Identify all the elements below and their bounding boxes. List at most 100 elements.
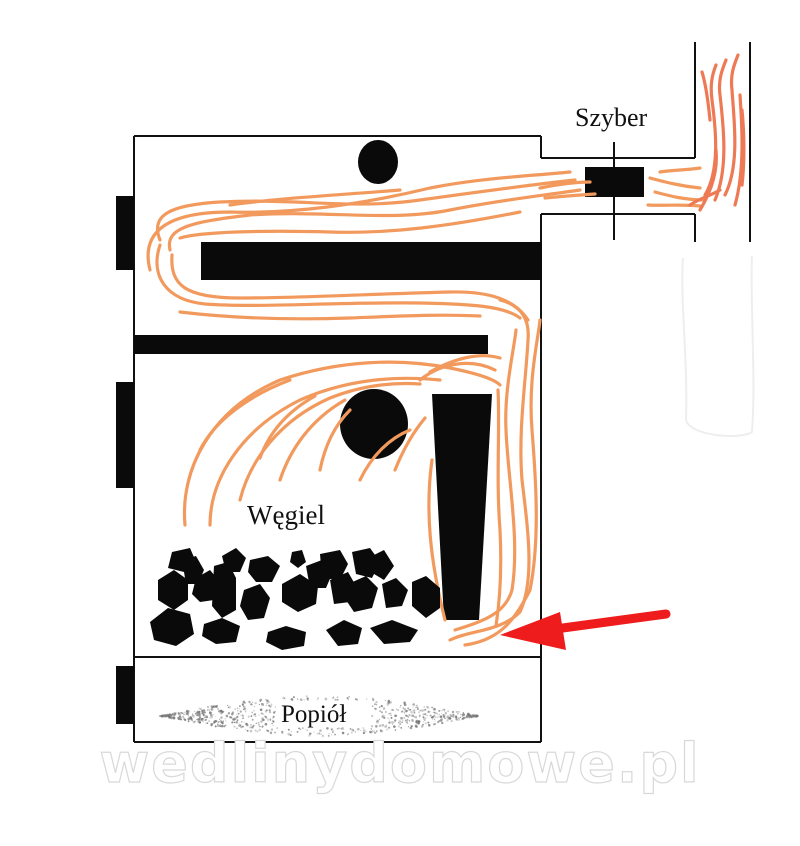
ash-speck bbox=[213, 722, 215, 724]
ash-speck bbox=[397, 709, 399, 711]
ash-speck bbox=[406, 719, 409, 721]
ash-speck bbox=[214, 721, 217, 723]
ash-speck bbox=[340, 727, 343, 730]
ash-speck bbox=[353, 730, 355, 732]
ash-speck bbox=[417, 722, 421, 725]
ash-speck bbox=[426, 705, 429, 709]
ash-speck bbox=[462, 717, 464, 720]
ash-speck bbox=[187, 720, 190, 723]
ash-speck bbox=[251, 718, 254, 721]
ash-speck bbox=[444, 717, 446, 720]
ash-speck bbox=[241, 714, 245, 717]
ash-speck bbox=[220, 710, 223, 713]
ash-speck bbox=[423, 721, 425, 723]
ash-speck bbox=[231, 711, 234, 715]
ash-speck bbox=[272, 720, 275, 723]
ash-speck bbox=[274, 711, 276, 713]
ash-speck bbox=[269, 731, 273, 735]
ash-speck bbox=[250, 703, 253, 706]
ash-speck bbox=[250, 715, 253, 717]
ash-speck bbox=[394, 729, 397, 731]
ash-speck bbox=[217, 723, 219, 725]
lower-baffle bbox=[134, 335, 488, 354]
ash-speck bbox=[369, 730, 372, 734]
ash-speck bbox=[393, 719, 397, 722]
ash-speck bbox=[416, 706, 419, 709]
damper-label: Szyber bbox=[575, 103, 648, 132]
ash-speck bbox=[258, 728, 262, 732]
ash-speck bbox=[375, 704, 378, 706]
ash-speck bbox=[216, 704, 218, 706]
ash-speck bbox=[412, 715, 415, 717]
ash-speck bbox=[432, 718, 434, 721]
ash-speck bbox=[232, 711, 235, 714]
ash-speck bbox=[266, 729, 268, 732]
ash-speck bbox=[196, 719, 198, 721]
ash-speck bbox=[447, 710, 449, 712]
ash-speck bbox=[376, 720, 378, 723]
ash-speck bbox=[392, 721, 395, 724]
ash-speck bbox=[398, 720, 402, 723]
ash-speck bbox=[373, 730, 375, 732]
ash-speck bbox=[362, 729, 366, 732]
ash-speck bbox=[472, 715, 474, 717]
ash-speck bbox=[252, 701, 254, 703]
ash-speck bbox=[242, 717, 244, 719]
ash-speck bbox=[238, 712, 240, 715]
ash-speck bbox=[269, 720, 271, 722]
ash-speck bbox=[396, 708, 398, 710]
ash-speck bbox=[366, 698, 368, 700]
ash-speck bbox=[254, 715, 257, 717]
ash-speck bbox=[439, 715, 443, 718]
ash-speck bbox=[256, 730, 259, 733]
ash-speck bbox=[411, 714, 414, 717]
ash-speck bbox=[446, 719, 449, 722]
ash-speck bbox=[259, 699, 261, 702]
ash-speck bbox=[259, 700, 262, 702]
ash-speck bbox=[389, 712, 392, 715]
ash-speck bbox=[415, 725, 418, 728]
ash-speck bbox=[297, 698, 299, 700]
ash-speck bbox=[375, 701, 378, 704]
ash-speck bbox=[403, 712, 405, 714]
ash-speck bbox=[416, 708, 419, 711]
ash-speck bbox=[290, 731, 292, 733]
ash-speck bbox=[449, 717, 452, 720]
ash-speck bbox=[239, 710, 242, 713]
ash-speck bbox=[253, 710, 255, 712]
ash-speck bbox=[473, 716, 475, 718]
ash-speck bbox=[397, 722, 400, 724]
coal-label: Węgiel bbox=[247, 500, 325, 530]
ash-speck bbox=[336, 698, 339, 701]
ash-speck bbox=[187, 717, 191, 721]
secondary-air-channel bbox=[432, 394, 492, 620]
ash-speck bbox=[407, 716, 410, 718]
ash-speck bbox=[276, 727, 279, 730]
ash-speck bbox=[271, 722, 273, 725]
ash-speck bbox=[390, 714, 392, 716]
ash-speck bbox=[441, 718, 443, 720]
ash-speck bbox=[433, 711, 435, 713]
ash-speck bbox=[254, 706, 256, 708]
ash-speck bbox=[324, 697, 328, 701]
ash-speck bbox=[203, 711, 206, 714]
ash-speck bbox=[264, 722, 268, 726]
ash-speck bbox=[268, 711, 272, 714]
ash-speck bbox=[402, 707, 405, 709]
ash-speck bbox=[388, 719, 391, 721]
ash-speck bbox=[240, 714, 242, 716]
ash-speck bbox=[196, 714, 199, 717]
ash-speck bbox=[390, 720, 394, 724]
ash-speck bbox=[241, 703, 244, 705]
ash-speck bbox=[443, 710, 446, 712]
ash-speck bbox=[210, 714, 213, 717]
ash-speck bbox=[258, 714, 260, 716]
ash-speck bbox=[180, 711, 183, 714]
ash-speck bbox=[220, 716, 223, 719]
ash-speck bbox=[377, 722, 379, 724]
ash-speck bbox=[200, 708, 202, 711]
ash-speck bbox=[449, 718, 451, 721]
ash-speck bbox=[405, 721, 408, 723]
ash-speck bbox=[258, 703, 260, 705]
